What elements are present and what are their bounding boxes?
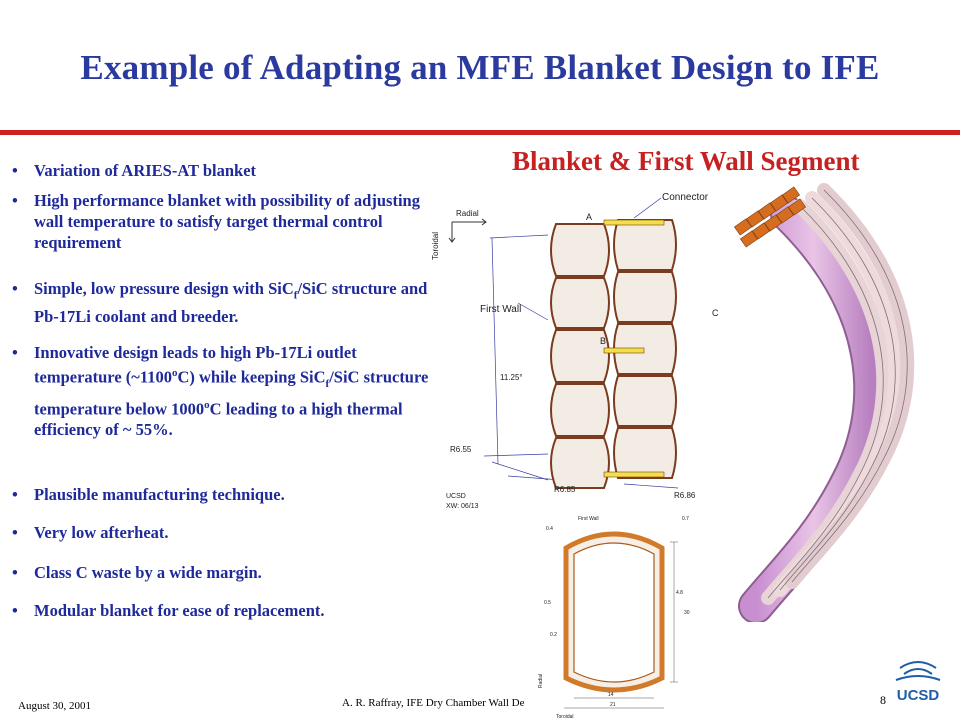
radial-label: Radial (456, 209, 479, 218)
label-b: B (600, 336, 606, 346)
cs-d30: 30 (684, 610, 690, 616)
bullet-text: Innovative design leads to high Pb-17Li … (34, 343, 429, 440)
first-wall-cross-section: First Wall 0.4 0.7 0.5 0.2 4.8 30 14 21 … (538, 516, 690, 720)
ucsd-note: UCSD (446, 493, 466, 500)
bullet-text: Plausible manufacturing technique. (34, 485, 285, 504)
cs-d02: 0.2 (550, 632, 557, 638)
cs-first-wall-label: First Wall (578, 516, 599, 522)
cs-d21: 21 (610, 702, 616, 708)
connector-mid (603, 347, 645, 354)
bullet-dot: • (12, 161, 18, 180)
logo-text: UCSD (897, 687, 940, 704)
angle-label: 11.25° (500, 373, 523, 382)
first-wall-label: First Wall (480, 304, 521, 315)
bullet-item: • Very low afterheat. (12, 522, 432, 543)
breeder-column (613, 219, 677, 479)
page-number: 8 (880, 693, 886, 707)
blanket-segment-drawing: Radial Toroidal Connector A B C First Wa… (431, 192, 719, 510)
toroidal-label: Toroidal (431, 232, 440, 260)
cs-d04: 0.4 (546, 526, 553, 532)
bullet-dot: • (12, 343, 18, 362)
cs-d07: 0.7 (682, 516, 689, 522)
bullet-dot: • (12, 563, 18, 582)
bullet-text: Simple, low pressure design with SiCf/Si… (34, 279, 428, 327)
bullet-item: • Modular blanket for ease of replacemen… (12, 600, 432, 621)
bullet-dot: • (12, 601, 18, 620)
connector-bottom (603, 471, 665, 478)
title-divider (0, 130, 960, 135)
ucsd-logo: UCSD (895, 661, 941, 704)
connector-label: Connector (662, 192, 709, 203)
bullet-text: Class C waste by a wide margin. (34, 563, 262, 582)
cs-d05: 0.5 (544, 600, 551, 606)
connector-top (603, 219, 665, 226)
bullet-item: • Innovative design leads to high Pb-17L… (12, 342, 432, 440)
blanket-3d-model (733, 183, 915, 622)
xw-note: XW: 06/13 (446, 503, 479, 510)
r686-label: R6.86 (674, 491, 696, 500)
label-a: A (586, 212, 592, 222)
footer-presenter: A. R. Raffray, IFE Dry Chamber Wall De (342, 697, 525, 709)
bullet-dot: • (12, 523, 18, 542)
bullet-item: • Simple, low pressure design with SiCf/… (12, 278, 432, 327)
first-wall-column (550, 223, 610, 489)
bullet-item: • Variation of ARIES-AT blanket (12, 160, 432, 181)
panel-title: Blanket & First Wall Segment (512, 146, 860, 176)
bullet-item: • High performance blanket with possibil… (12, 190, 432, 253)
bullet-dot: • (12, 279, 18, 298)
bullet-text: High performance blanket with possibilit… (34, 191, 420, 252)
r685-label: R6.85 (554, 485, 576, 494)
cs-inner-wall (573, 542, 655, 683)
cs-d14: 14 (608, 692, 614, 698)
footer-date: August 30, 2001 (18, 700, 92, 712)
bullet-text: Variation of ARIES-AT blanket (34, 161, 257, 180)
cs-radial-label: Radial (538, 674, 544, 688)
bullet-text: Very low afterheat. (34, 523, 169, 542)
bullet-item: • Plausible manufacturing technique. (12, 484, 432, 505)
slide-title: Example of Adapting an MFE Blanket Desig… (80, 48, 880, 87)
bullet-text: Modular blanket for ease of replacement. (34, 601, 325, 620)
label-c: C (712, 308, 719, 318)
cs-toroidal-label: Toroidal (556, 714, 574, 720)
bullet-dot: • (12, 485, 18, 504)
cs-d48: 4.8 (676, 590, 683, 596)
bullet-dot: • (12, 191, 18, 210)
module-headers (733, 186, 807, 248)
bullet-item: • Class C waste by a wide margin. (12, 562, 432, 583)
r655-label: R6.55 (450, 445, 472, 454)
